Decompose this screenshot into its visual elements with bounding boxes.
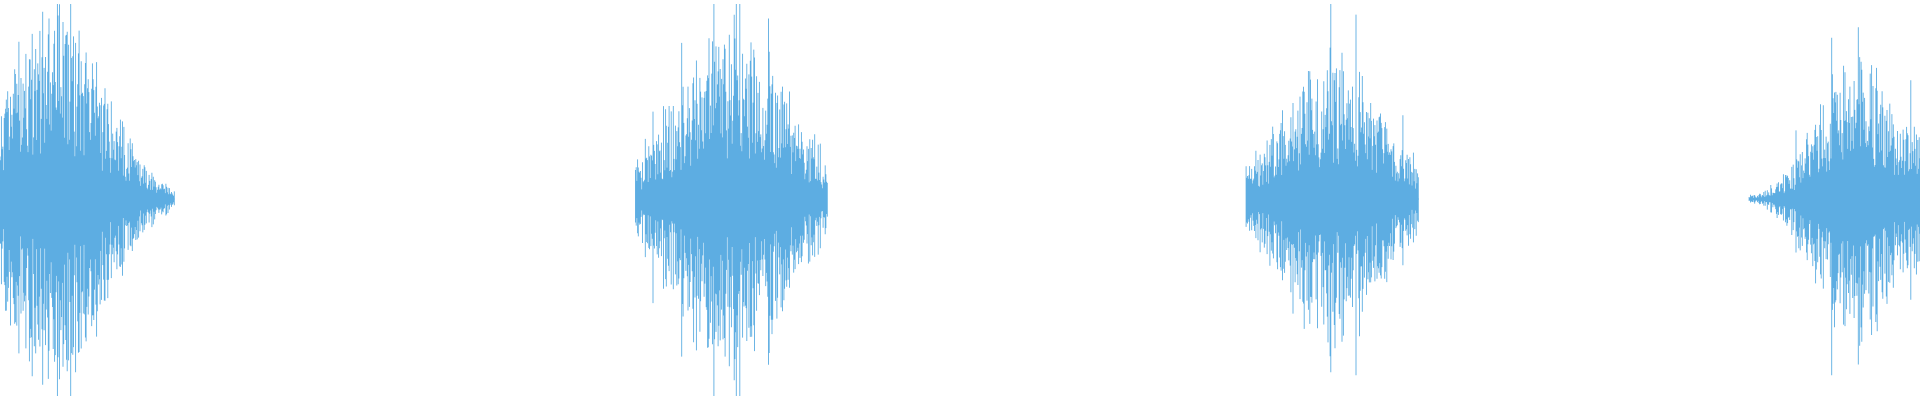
- waveform-samples: [635, 4, 828, 396]
- waveform-burst-2: [635, 4, 828, 396]
- waveform-samples: [1748, 27, 1920, 376]
- waveform-burst-1: [0, 4, 175, 396]
- waveform-burst-3: [1245, 4, 1419, 376]
- waveform-samples: [1245, 4, 1419, 376]
- waveform-bursts: [0, 4, 1920, 396]
- waveform-samples: [0, 4, 175, 396]
- waveform-burst-4: [1748, 27, 1920, 376]
